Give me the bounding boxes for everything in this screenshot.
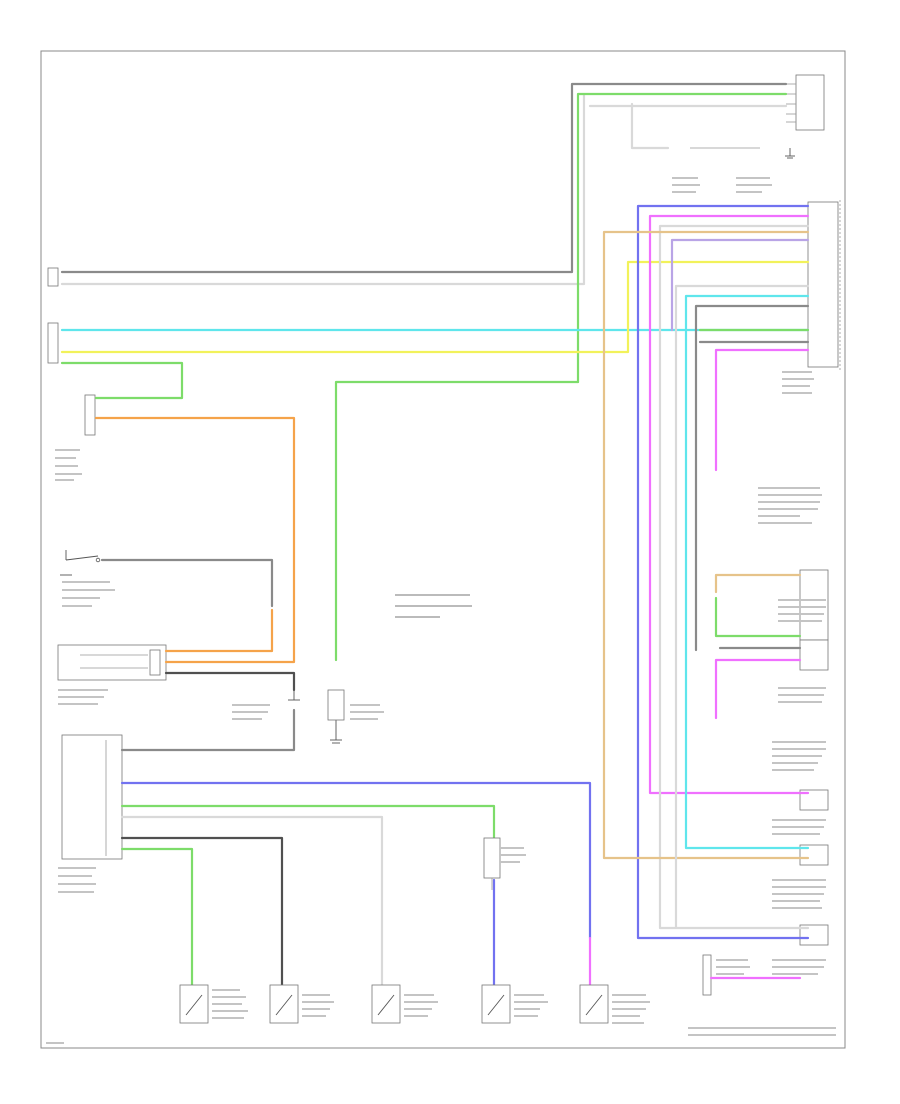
wire-gray-ip-1 xyxy=(120,708,296,752)
bottom-switch-1-icon xyxy=(179,984,209,1024)
instrument-panel-connector xyxy=(61,734,123,860)
wire-light-ip xyxy=(120,815,384,987)
wire-orange xyxy=(94,416,296,664)
wire-green-ip-2 xyxy=(120,847,194,987)
right-lower-connectors xyxy=(702,569,829,996)
diagram-frame xyxy=(40,50,846,1049)
wire-dark-relay xyxy=(164,671,296,692)
bottom-switch-4-icon xyxy=(481,984,511,1024)
left-relay-box xyxy=(57,644,167,681)
wires xyxy=(60,82,810,987)
wire-light-right xyxy=(658,224,810,930)
wire-gray-top xyxy=(60,82,788,274)
center-sensor-icon xyxy=(327,689,345,721)
ground-icon-relay xyxy=(288,690,300,701)
wire-green-lower-right xyxy=(714,596,802,638)
label-placeholders xyxy=(46,177,836,1044)
wire-pink-lower-right xyxy=(714,658,802,720)
wire-green-vertical xyxy=(334,380,580,662)
wire-blue-ip xyxy=(120,781,592,940)
wire-green-loop xyxy=(60,361,184,400)
bottom-switch-5-icon xyxy=(579,984,609,1024)
right-module-connector xyxy=(807,200,841,370)
wire-light-right-2 xyxy=(674,284,810,930)
left-switch-icon xyxy=(60,550,101,576)
wire-light-top xyxy=(60,92,586,286)
left-sensor-connector xyxy=(84,394,96,436)
wire-blue-right xyxy=(636,204,810,940)
right-center-sensor-icon xyxy=(483,837,501,890)
wire-violet-right xyxy=(670,238,810,332)
wire-green-top xyxy=(576,92,788,384)
wire-green-ip xyxy=(120,804,496,840)
wire-pink-module xyxy=(714,348,810,472)
wire-cyan-right xyxy=(684,294,810,850)
bottom-switch-3-icon xyxy=(371,984,401,1024)
wire-gray-switch xyxy=(100,558,274,608)
wire-orange-2 xyxy=(164,608,274,653)
bottom-switch-2-icon xyxy=(269,984,299,1024)
wire-tan-lower xyxy=(714,573,802,594)
top-right-connector xyxy=(786,74,825,131)
wire-pink-right xyxy=(648,214,810,795)
wire-light-drop xyxy=(630,102,670,150)
left-connector-b xyxy=(47,322,59,364)
wire-tan-right xyxy=(602,230,810,860)
wire-gray-right xyxy=(694,304,810,652)
wire-yellow-left xyxy=(60,260,810,354)
legend-notes xyxy=(395,594,472,618)
wire-dark-ip xyxy=(120,836,284,987)
left-connector-a xyxy=(47,267,59,287)
top-right-ground-icon xyxy=(785,148,795,159)
